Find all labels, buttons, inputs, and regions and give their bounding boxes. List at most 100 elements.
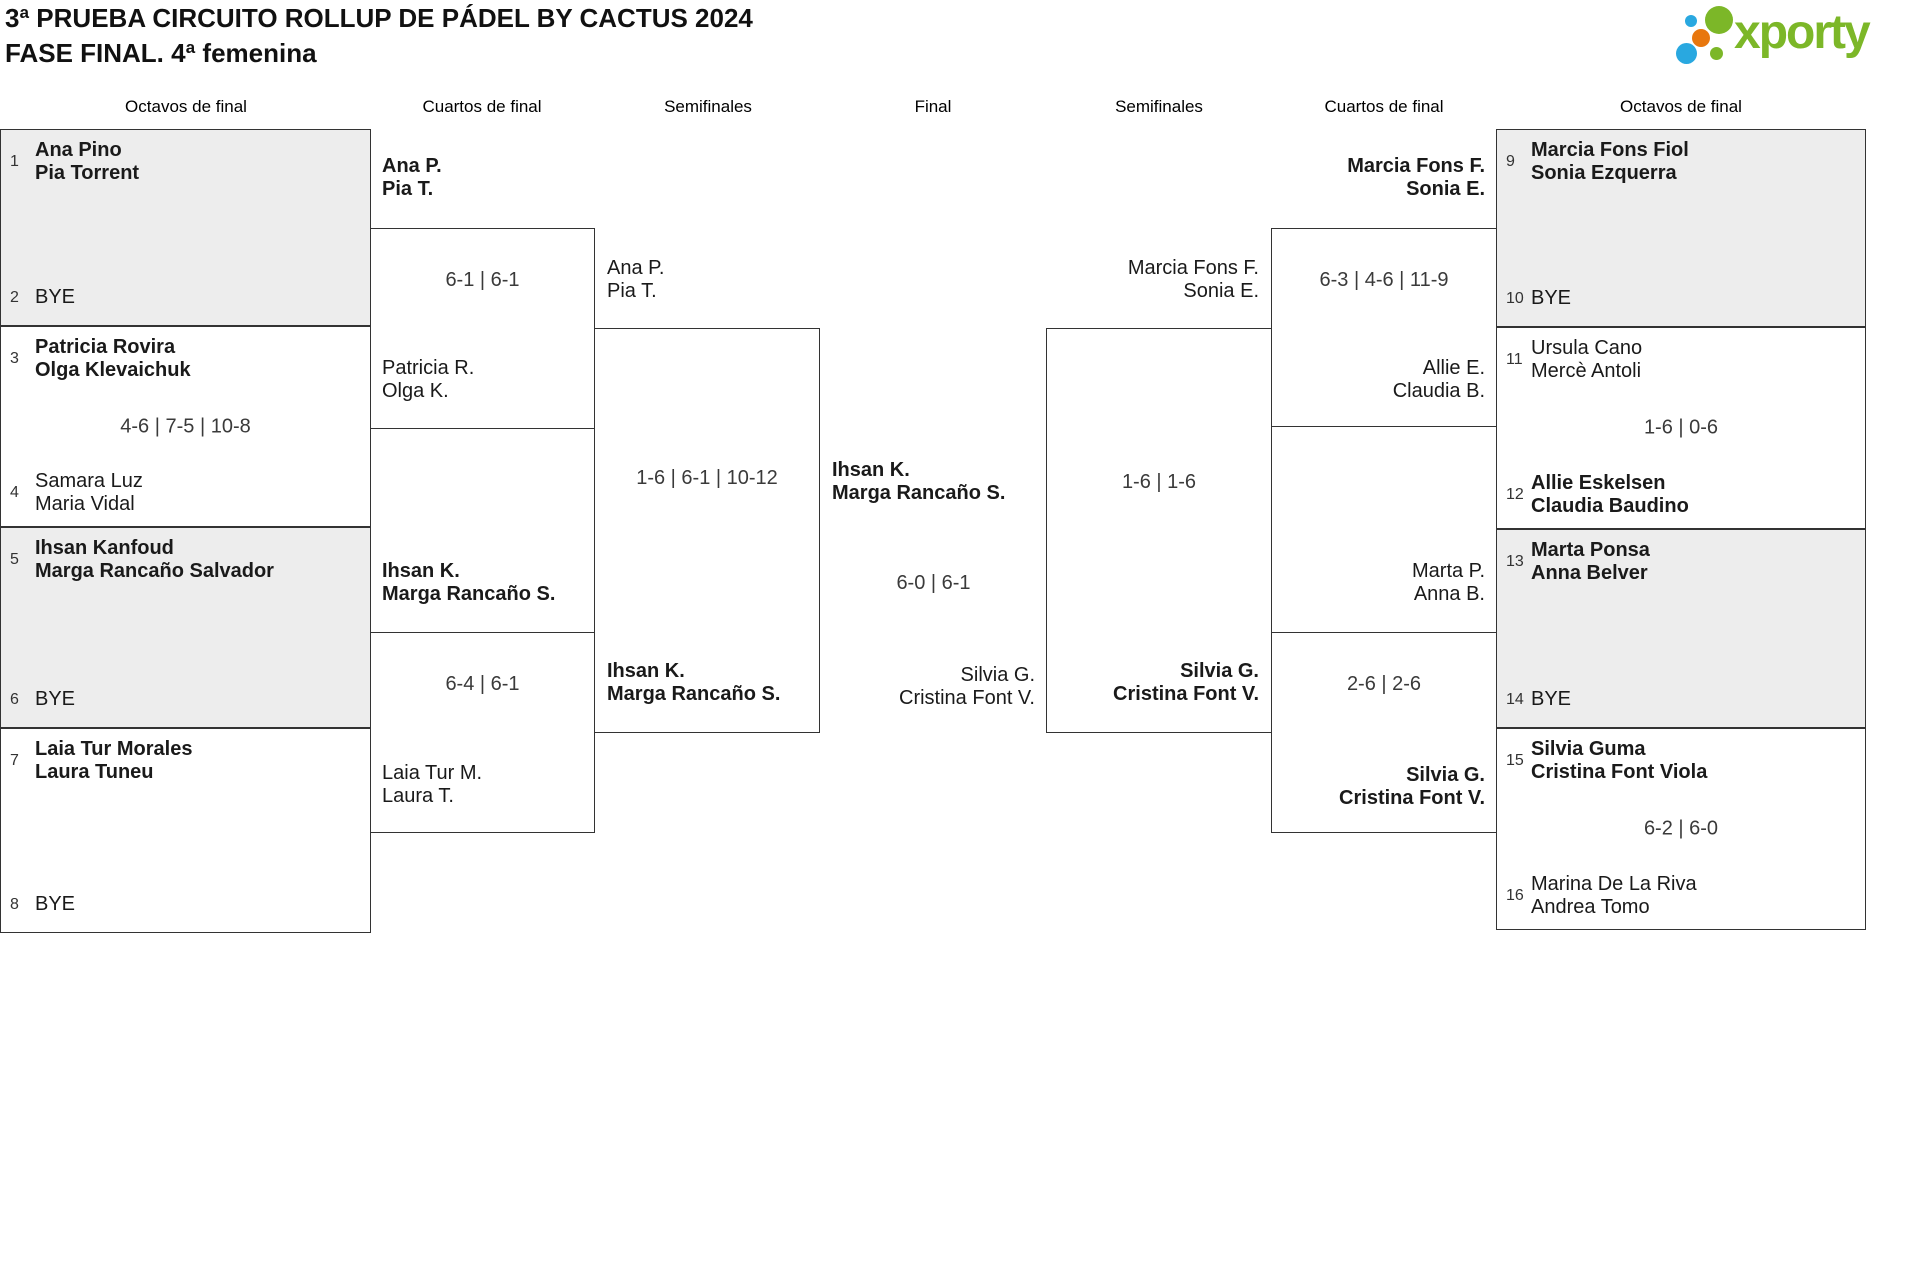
sf-left-score: 1-6 | 6-1 | 10-12: [636, 467, 778, 489]
team-name-line: Patricia R.: [382, 357, 475, 379]
team-name-line: Maria Vidal: [35, 493, 135, 515]
sf-left-winner: Ihsan K. Marga Rancaño S.: [607, 660, 780, 706]
seed-number: 5: [10, 551, 19, 568]
qf-left-top-score: 6-1 | 6-1: [445, 269, 520, 291]
team-name-line: Ihsan K.: [832, 459, 910, 481]
qf-left-top-box: [370, 228, 595, 429]
seed-number: 14: [1506, 690, 1524, 708]
team-name-line: Ana P.: [607, 257, 665, 279]
qf-right-top-entrant: Marcia Fons F. Sonia E.: [1271, 155, 1485, 201]
seed-number: 3: [10, 350, 19, 367]
xporty-logo[interactable]: xporty: [1672, 0, 1916, 70]
team-name-line: Laia Tur M.: [382, 762, 483, 784]
qf-left-bottom-entrant: Ihsan K. Marga Rancaño S.: [382, 560, 555, 606]
team-name-line: Laura T.: [382, 785, 454, 807]
team-name-line: Anna Belver: [1531, 562, 1648, 584]
seed-number: 16: [1506, 887, 1524, 904]
final-right-team: Silvia G. Cristina Font V.: [822, 664, 1035, 710]
team-name-line: Pia T.: [382, 178, 434, 200]
round-header-semis-left: Semifinales: [664, 97, 752, 116]
team-name-line: BYE: [35, 286, 76, 308]
team-name-line: Sonia E.: [1183, 280, 1259, 302]
logo-dot-blue-small: [1685, 15, 1697, 27]
team-row-seed14: 14 BYE: [1506, 688, 1856, 711]
xporty-logo-text: xporty: [1734, 6, 1871, 59]
page-subtitle: FASE FINAL. 4ª femenina: [5, 38, 317, 68]
team-name-line: Cristina Font Viola: [1531, 761, 1708, 783]
team-name-line: Claudia Baudino: [1531, 495, 1689, 517]
team-name-line: Ihsan Kanfoud: [35, 537, 174, 559]
sf-left-box: [594, 328, 820, 733]
team-name-line: Silvia G.: [1406, 764, 1485, 786]
team-name-line: Olga K.: [382, 380, 449, 402]
seed-number: 7: [10, 752, 19, 769]
seed-number: 11: [1506, 351, 1523, 368]
team-name-line: Cristina Font V.: [1113, 683, 1259, 705]
seed-number: 4: [10, 484, 19, 501]
team-name-line: Ursula Cano: [1531, 337, 1643, 359]
qf-right-top-opponent: Allie E. Claudia B.: [1271, 357, 1485, 403]
qf-right-top-box: [1271, 228, 1497, 427]
logo-dot-blue-big: [1676, 43, 1697, 64]
team-name-line: BYE: [1531, 688, 1572, 710]
team-name-line: Olga Klevaichuk: [35, 359, 191, 381]
team-name-line: BYE: [35, 688, 76, 710]
team-name-line: Laia Tur Morales: [35, 738, 193, 760]
round-header-octavos-right: Octavos de final: [1620, 97, 1742, 116]
seed-number: 8: [10, 895, 19, 913]
seed-number: 13: [1506, 553, 1524, 570]
team-name-line: BYE: [35, 893, 76, 915]
team-row-seed10: 10 BYE: [1506, 287, 1856, 310]
team-name-line: Allie Eskelsen: [1531, 472, 1666, 494]
team-name-line: Andrea Tomo: [1531, 896, 1650, 918]
team-name-line: Samara Luz: [35, 470, 143, 492]
team-name-line: Ana P.: [382, 155, 442, 177]
round-header-cuartos-left: Cuartos de final: [422, 97, 542, 116]
sf-right-entrant: Marcia Fons F. Sonia E.: [1048, 257, 1259, 303]
team-name-line: Marga Rancaño Salvador: [35, 560, 274, 582]
team-name-line: Mercè Antoli: [1531, 360, 1642, 382]
logo-dot-green-small: [1710, 47, 1723, 60]
logo-dot-orange: [1692, 29, 1710, 47]
match-score: 4-6 | 7-5 | 10-8: [120, 415, 251, 437]
qf-left-top-entrant: Ana P. Pia T.: [382, 155, 442, 201]
team-name-line: Sonia E.: [1406, 178, 1485, 200]
team-name-line: Marga Rancaño S.: [382, 583, 556, 605]
team-name-line: Marcia Fons Fiol: [1531, 139, 1689, 161]
team-name-line: Marta Ponsa: [1531, 539, 1650, 561]
match-score: 6-2 | 6-0: [1643, 817, 1719, 840]
round-header-cuartos-right: Cuartos de final: [1324, 97, 1444, 116]
qf-right-bottom-winner: Silvia G. Cristina Font V.: [1271, 764, 1485, 810]
round-header-final: Final: [914, 97, 952, 116]
team-name-line: Cristina Font V.: [899, 687, 1035, 709]
team-name-line: Claudia B.: [1392, 380, 1485, 402]
sf-left-entrant: Ana P. Pia T.: [607, 257, 664, 303]
team-name-line: Marta P.: [1412, 560, 1485, 582]
qf-right-top-score: 6-3 | 4-6 | 11-9: [1319, 269, 1449, 291]
team-name-line: Marcia Fons F.: [1127, 257, 1259, 279]
team-name-line: Silvia Guma: [1531, 738, 1646, 760]
seed-number: 15: [1506, 752, 1524, 769]
seed-number: 10: [1506, 289, 1524, 307]
sf-right-winner: Silvia G. Cristina Font V.: [1048, 660, 1259, 706]
team-row-seed8: 8 BYE: [10, 893, 361, 916]
final-left-team: Ihsan K. Marga Rancaño S.: [832, 459, 1005, 505]
logo-dot-green-big: [1705, 6, 1733, 34]
team-name-line: Ana Pino: [35, 139, 122, 161]
team-name-line: Anna B.: [1413, 583, 1485, 605]
page-title-block: 3ª PRUEBA CIRCUITO ROLLUP DE PÁDEL BY CA…: [5, 1, 753, 71]
